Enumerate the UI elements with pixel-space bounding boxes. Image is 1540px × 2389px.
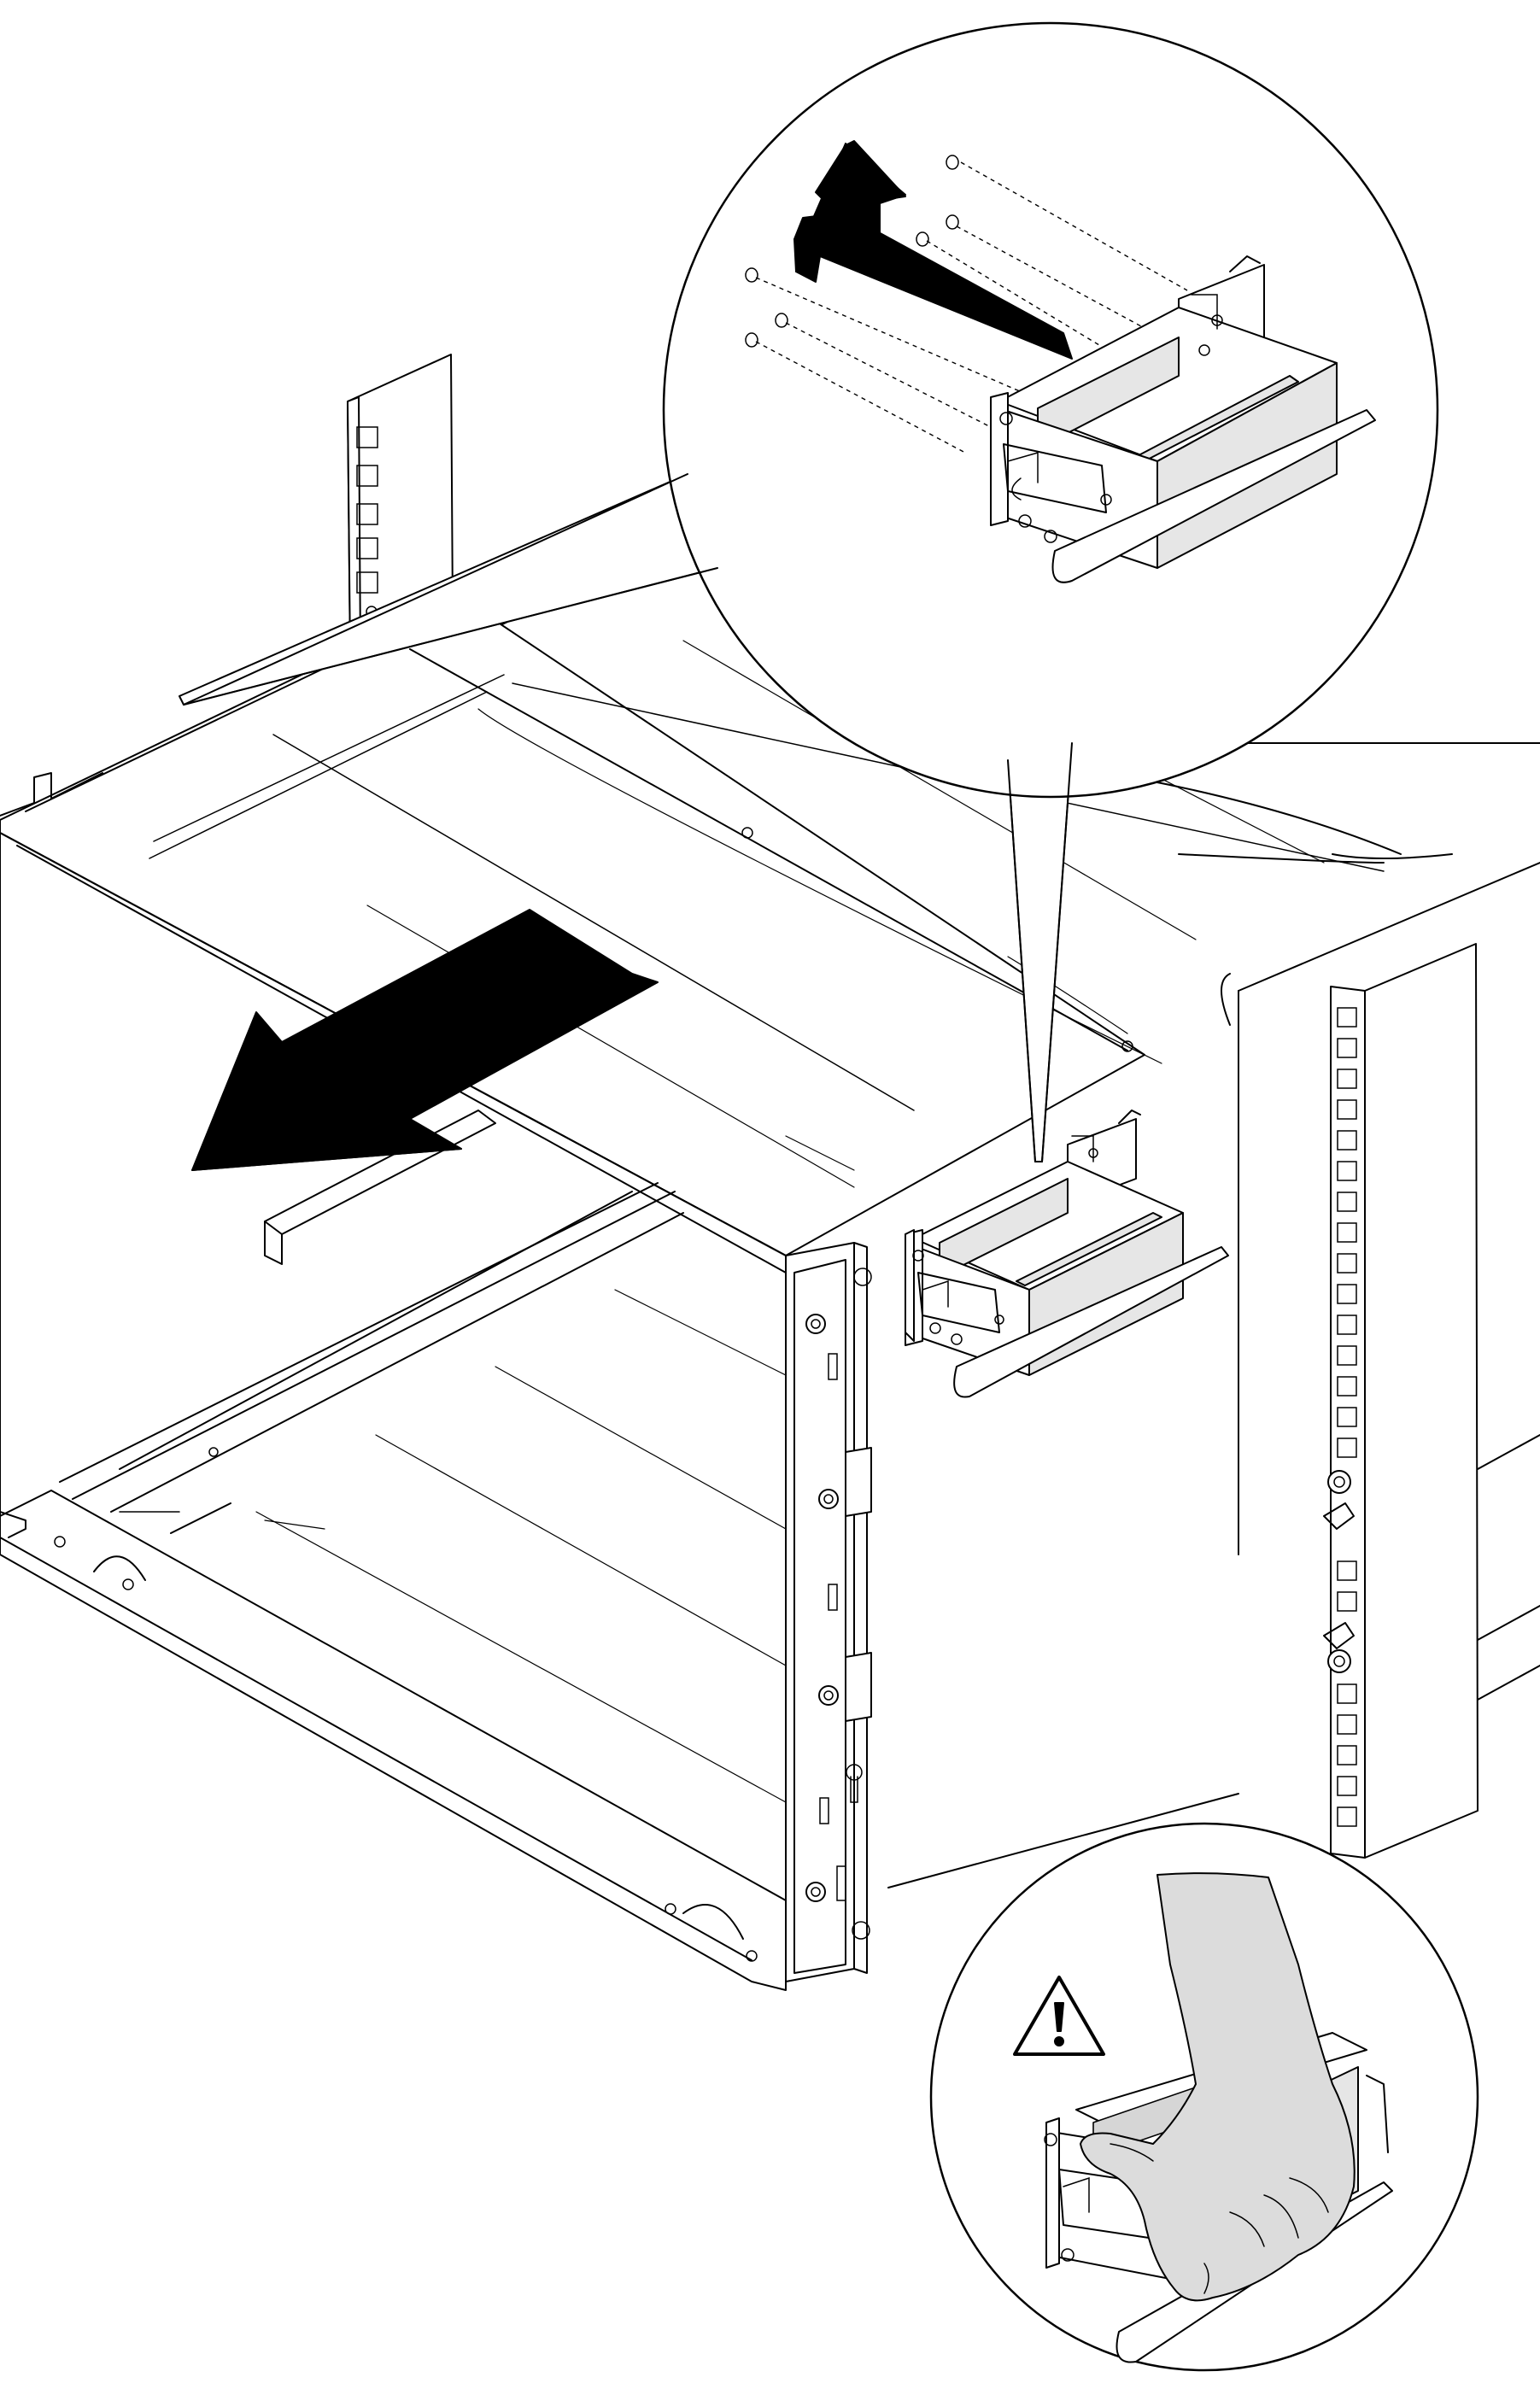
chassis-mounting-flange xyxy=(785,1242,872,1982)
post-square-hole xyxy=(1337,1161,1357,1181)
lip-screw xyxy=(665,1903,676,1915)
shipping-bracket xyxy=(905,1110,1229,1398)
front-rack-post-right xyxy=(1323,943,1479,1859)
floor-screw xyxy=(208,1447,219,1457)
lip-screw xyxy=(122,1578,134,1590)
post-square-hole xyxy=(1337,1222,1357,1243)
lip-screw xyxy=(54,1536,66,1548)
post-square-hole xyxy=(1337,1560,1357,1581)
post-square-hole xyxy=(1337,1284,1357,1304)
bracket-enlarged xyxy=(990,255,1376,583)
post-square-hole xyxy=(1337,1683,1357,1704)
post-square-hole xyxy=(1337,1345,1357,1366)
post-cage-nut-lower xyxy=(1323,1622,1355,1673)
post-square-hole xyxy=(1337,1376,1357,1397)
hand-holding-bracket xyxy=(1080,1872,1356,2302)
post-square-hole xyxy=(1337,1069,1357,1089)
post-square-hole xyxy=(1337,1714,1357,1735)
post-square-hole xyxy=(1337,1776,1357,1796)
screw-removal-icon xyxy=(745,155,1188,454)
lip-screw xyxy=(746,1950,758,1962)
rack-post-holes xyxy=(356,426,378,594)
post-square-hole xyxy=(1337,1099,1357,1120)
post-square-hole xyxy=(1337,1315,1357,1335)
post-square-hole xyxy=(1337,1130,1357,1151)
post-square-hole xyxy=(1337,1007,1357,1028)
post-square-hole xyxy=(1337,1591,1357,1612)
post-square-hole xyxy=(1337,1192,1357,1212)
server-chassis xyxy=(0,597,1385,1991)
front-post-holes xyxy=(1337,1007,1357,1827)
bracket-lift-arrow xyxy=(793,140,1073,360)
cover-screw xyxy=(741,827,753,839)
post-square-hole xyxy=(1337,1253,1357,1274)
chassis-pull-arrow xyxy=(191,909,659,1171)
post-square-hole xyxy=(1337,1437,1357,1458)
cover-screw xyxy=(1121,1040,1133,1052)
post-square-hole xyxy=(1337,1806,1357,1827)
handling-detail-callout xyxy=(929,1822,1479,2372)
bracket-detail-callout xyxy=(183,21,1439,1162)
post-square-hole xyxy=(1337,1038,1357,1058)
caution-triangle-icon xyxy=(1013,1976,1105,2056)
post-cage-nut-upper xyxy=(1323,1470,1355,1530)
post-square-hole xyxy=(1337,1745,1357,1765)
post-square-hole xyxy=(1337,1407,1357,1427)
flange-studs xyxy=(805,1314,839,1902)
